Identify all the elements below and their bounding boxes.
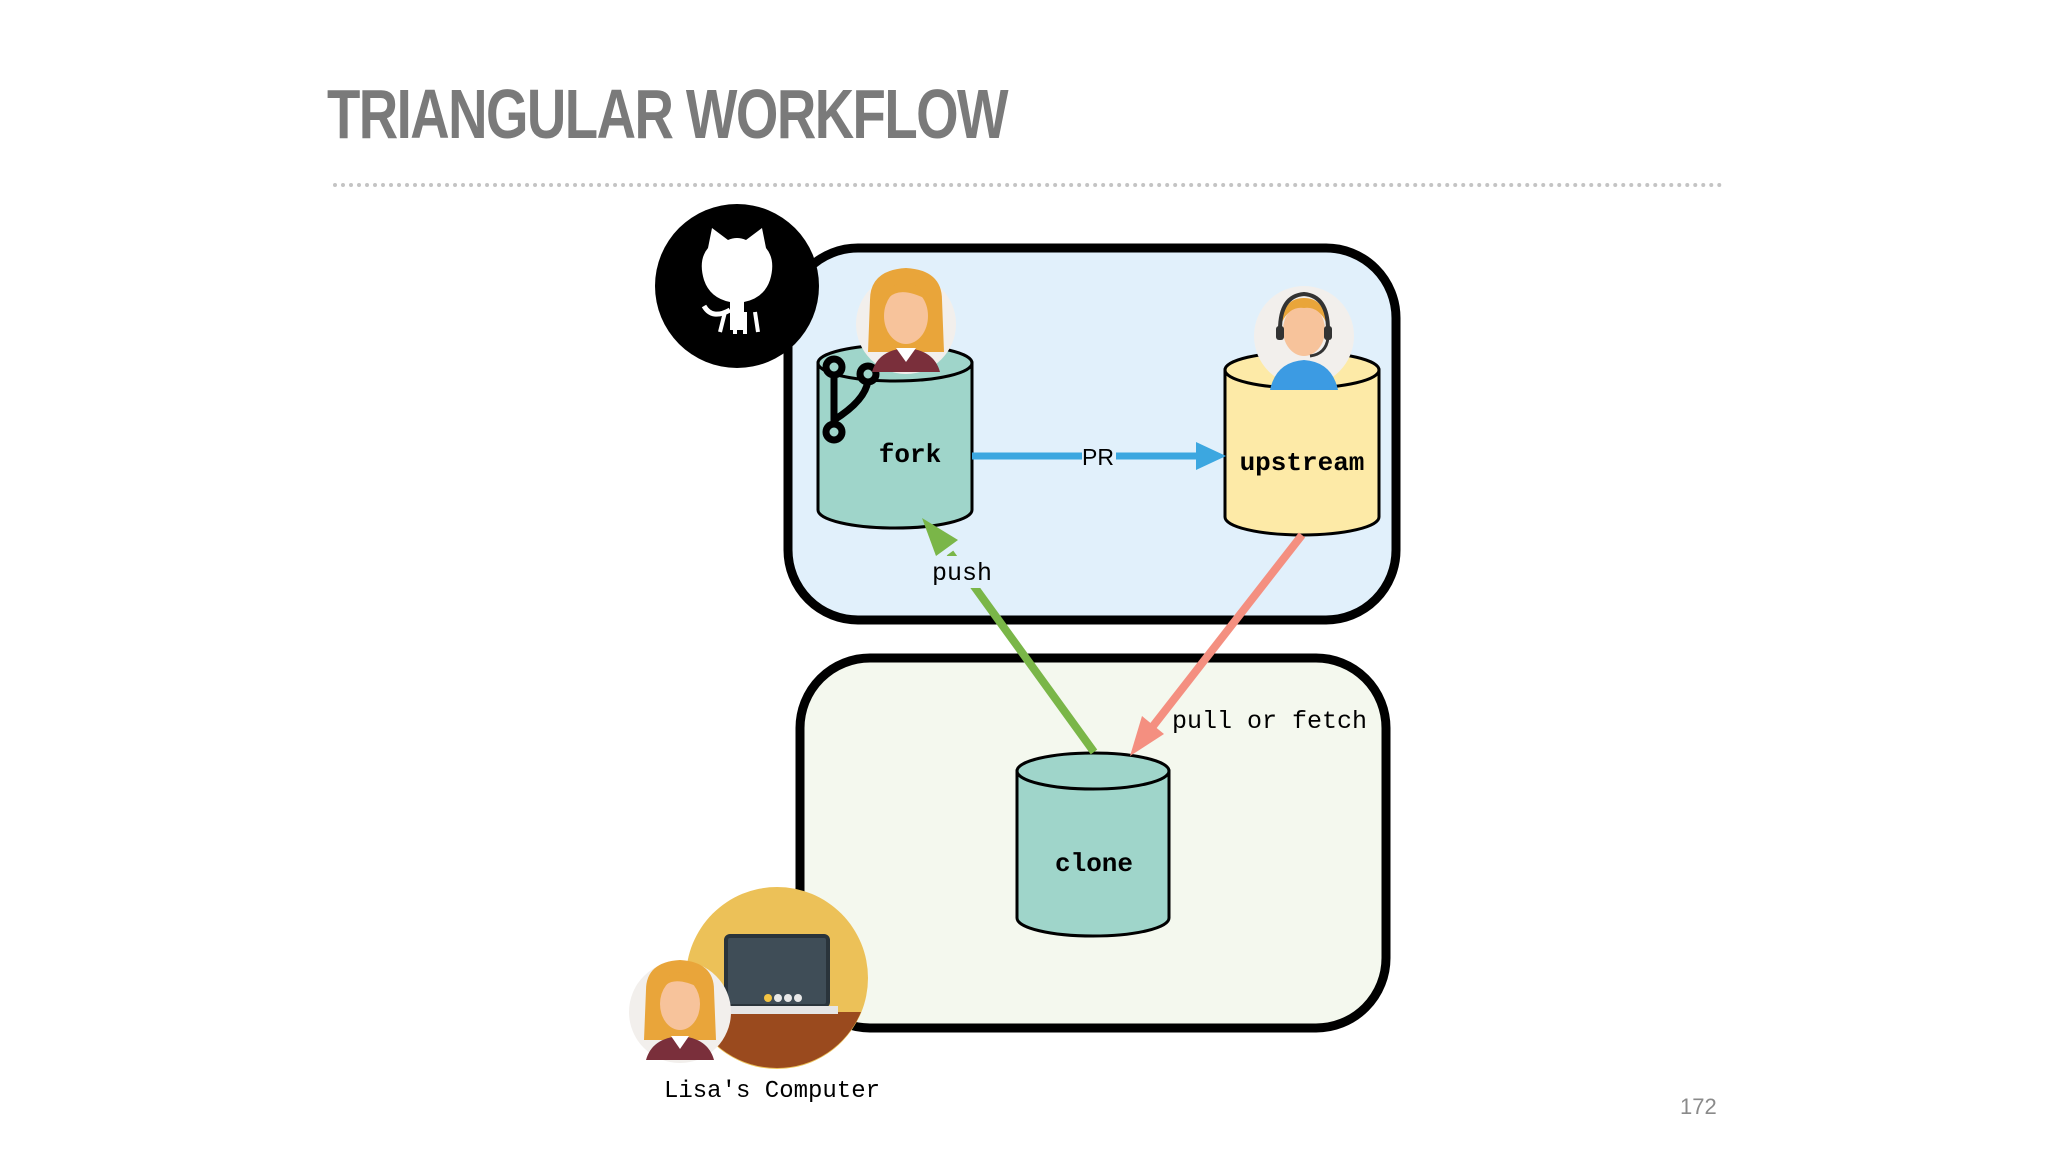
pull-fetch-label: pull or fetch [1172,707,1367,736]
push-label: push [932,559,992,588]
lisa-avatar-icon [856,268,956,374]
laptop-icon [686,887,868,1069]
pull-fetch-arrow [1130,532,1306,756]
lisa-computer-avatar-icon [629,960,731,1063]
pr-label: PR [1082,444,1114,470]
computer-label: Lisa's Computer [664,1078,880,1105]
clone-repo-cylinder [1015,751,1171,938]
upstream-label: upstream [1240,448,1365,478]
title-divider [333,183,1723,187]
push-arrow [922,518,1098,755]
github-octocat-icon [655,204,819,368]
page-number: 172 [1680,1094,1717,1119]
maintainer-avatar-icon [1254,286,1354,390]
git-branch-icon [822,355,880,444]
slide-title: TRIANGULAR WORKFLOW [327,75,1009,153]
clone-label: clone [1055,849,1133,879]
pr-arrow [972,442,1226,470]
fork-label: fork [879,440,941,470]
